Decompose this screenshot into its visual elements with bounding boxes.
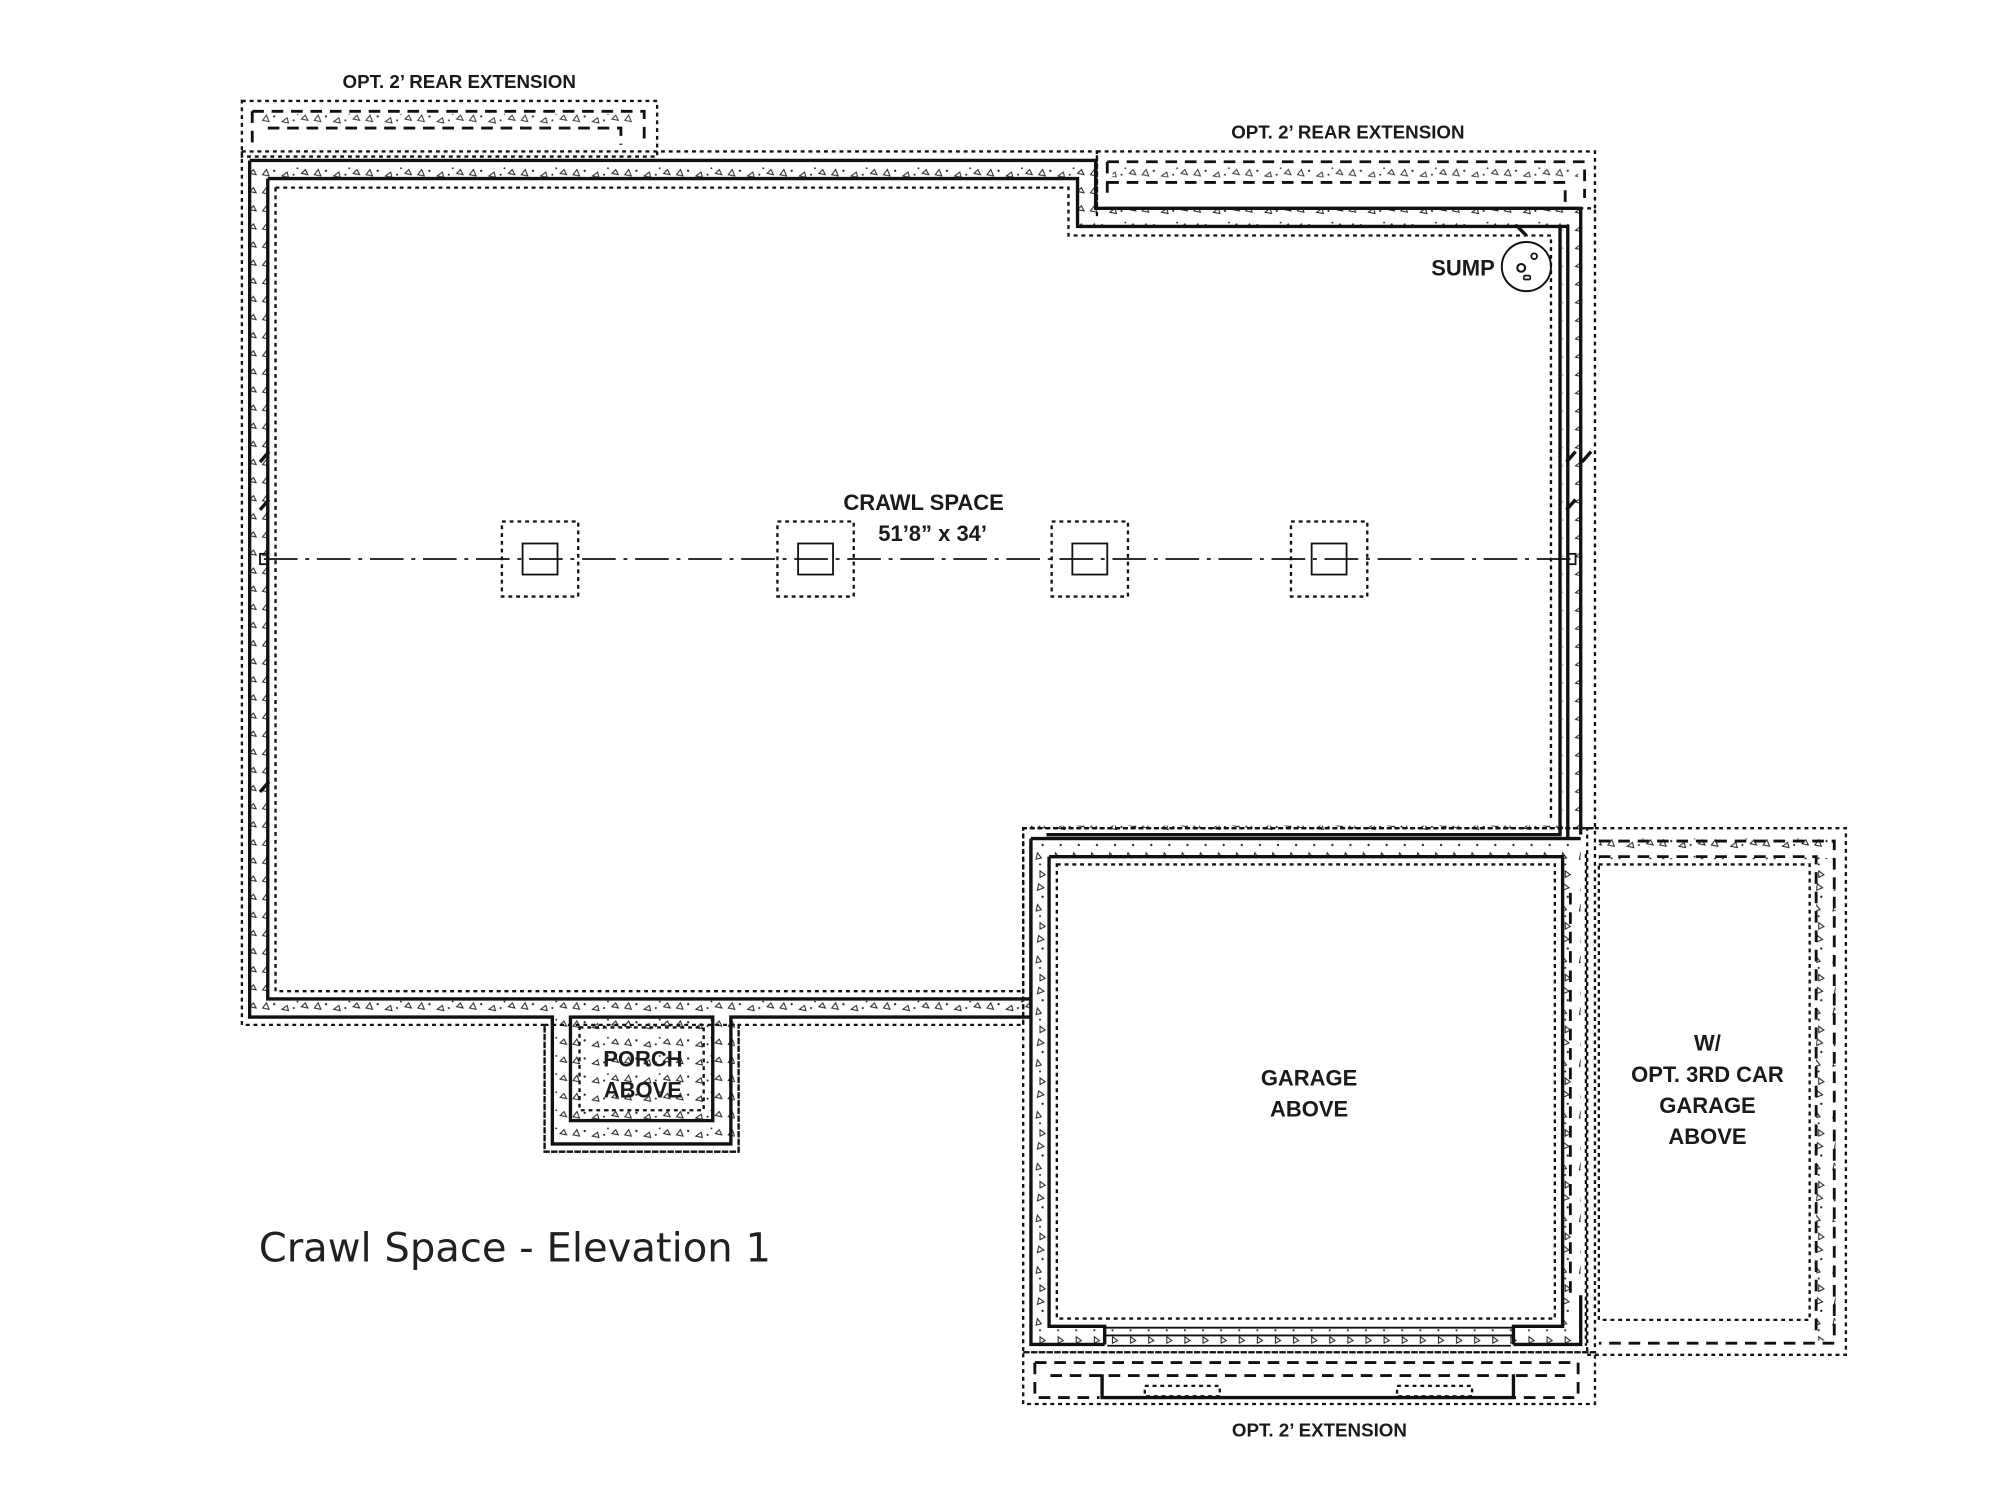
crawl-space-label: CRAWL SPACE xyxy=(843,490,1003,515)
garage-label-line1: GARAGE xyxy=(1261,1066,1357,1091)
third-car-label-line4: ABOVE xyxy=(1668,1124,1746,1149)
front-extension: OPT. 2’ EXTENSION xyxy=(1022,1351,1597,1440)
rear-extension-left: OPT. 2’ REAR EXTENSION xyxy=(240,71,659,158)
drawing-title: Crawl Space - Elevation 1 xyxy=(259,1226,771,1272)
third-car-label-line2: OPT. 3RD CAR xyxy=(1631,1062,1784,1087)
front-extension-label: OPT. 2’ EXTENSION xyxy=(1232,1419,1407,1440)
rear-extension-left-label: OPT. 2’ REAR EXTENSION xyxy=(343,71,576,92)
porch-label-line1: PORCH xyxy=(603,1046,682,1071)
pier-3 xyxy=(1050,520,1130,598)
rear-extension-right: OPT. 2’ REAR EXTENSION xyxy=(1095,121,1597,210)
beam-centerline xyxy=(259,552,1577,566)
sump-icon xyxy=(1500,241,1552,293)
sump-label: SUMP xyxy=(1431,256,1495,281)
crawl-space-foundation xyxy=(240,150,1597,1153)
rear-extension-right-label: OPT. 2’ REAR EXTENSION xyxy=(1231,121,1464,142)
pier-1 xyxy=(500,520,580,598)
sump-pit: SUMP xyxy=(1431,241,1552,293)
porch-above: PORCH ABOVE xyxy=(543,1015,740,1153)
third-car-garage: W/ OPT. 3RD CAR GARAGE ABOVE xyxy=(1568,827,1848,1356)
crawl-space-dimensions: 51’8” x 34’ xyxy=(878,521,987,546)
pier-2 xyxy=(776,520,855,598)
garage-label-line2: ABOVE xyxy=(1270,1097,1348,1122)
porch-label-line2: ABOVE xyxy=(604,1077,682,1102)
garage-above: GARAGE ABOVE xyxy=(1022,827,1597,1354)
third-car-label-line1: W/ xyxy=(1694,1031,1721,1056)
third-car-label-line3: GARAGE xyxy=(1659,1093,1755,1118)
pier-4 xyxy=(1289,520,1369,598)
